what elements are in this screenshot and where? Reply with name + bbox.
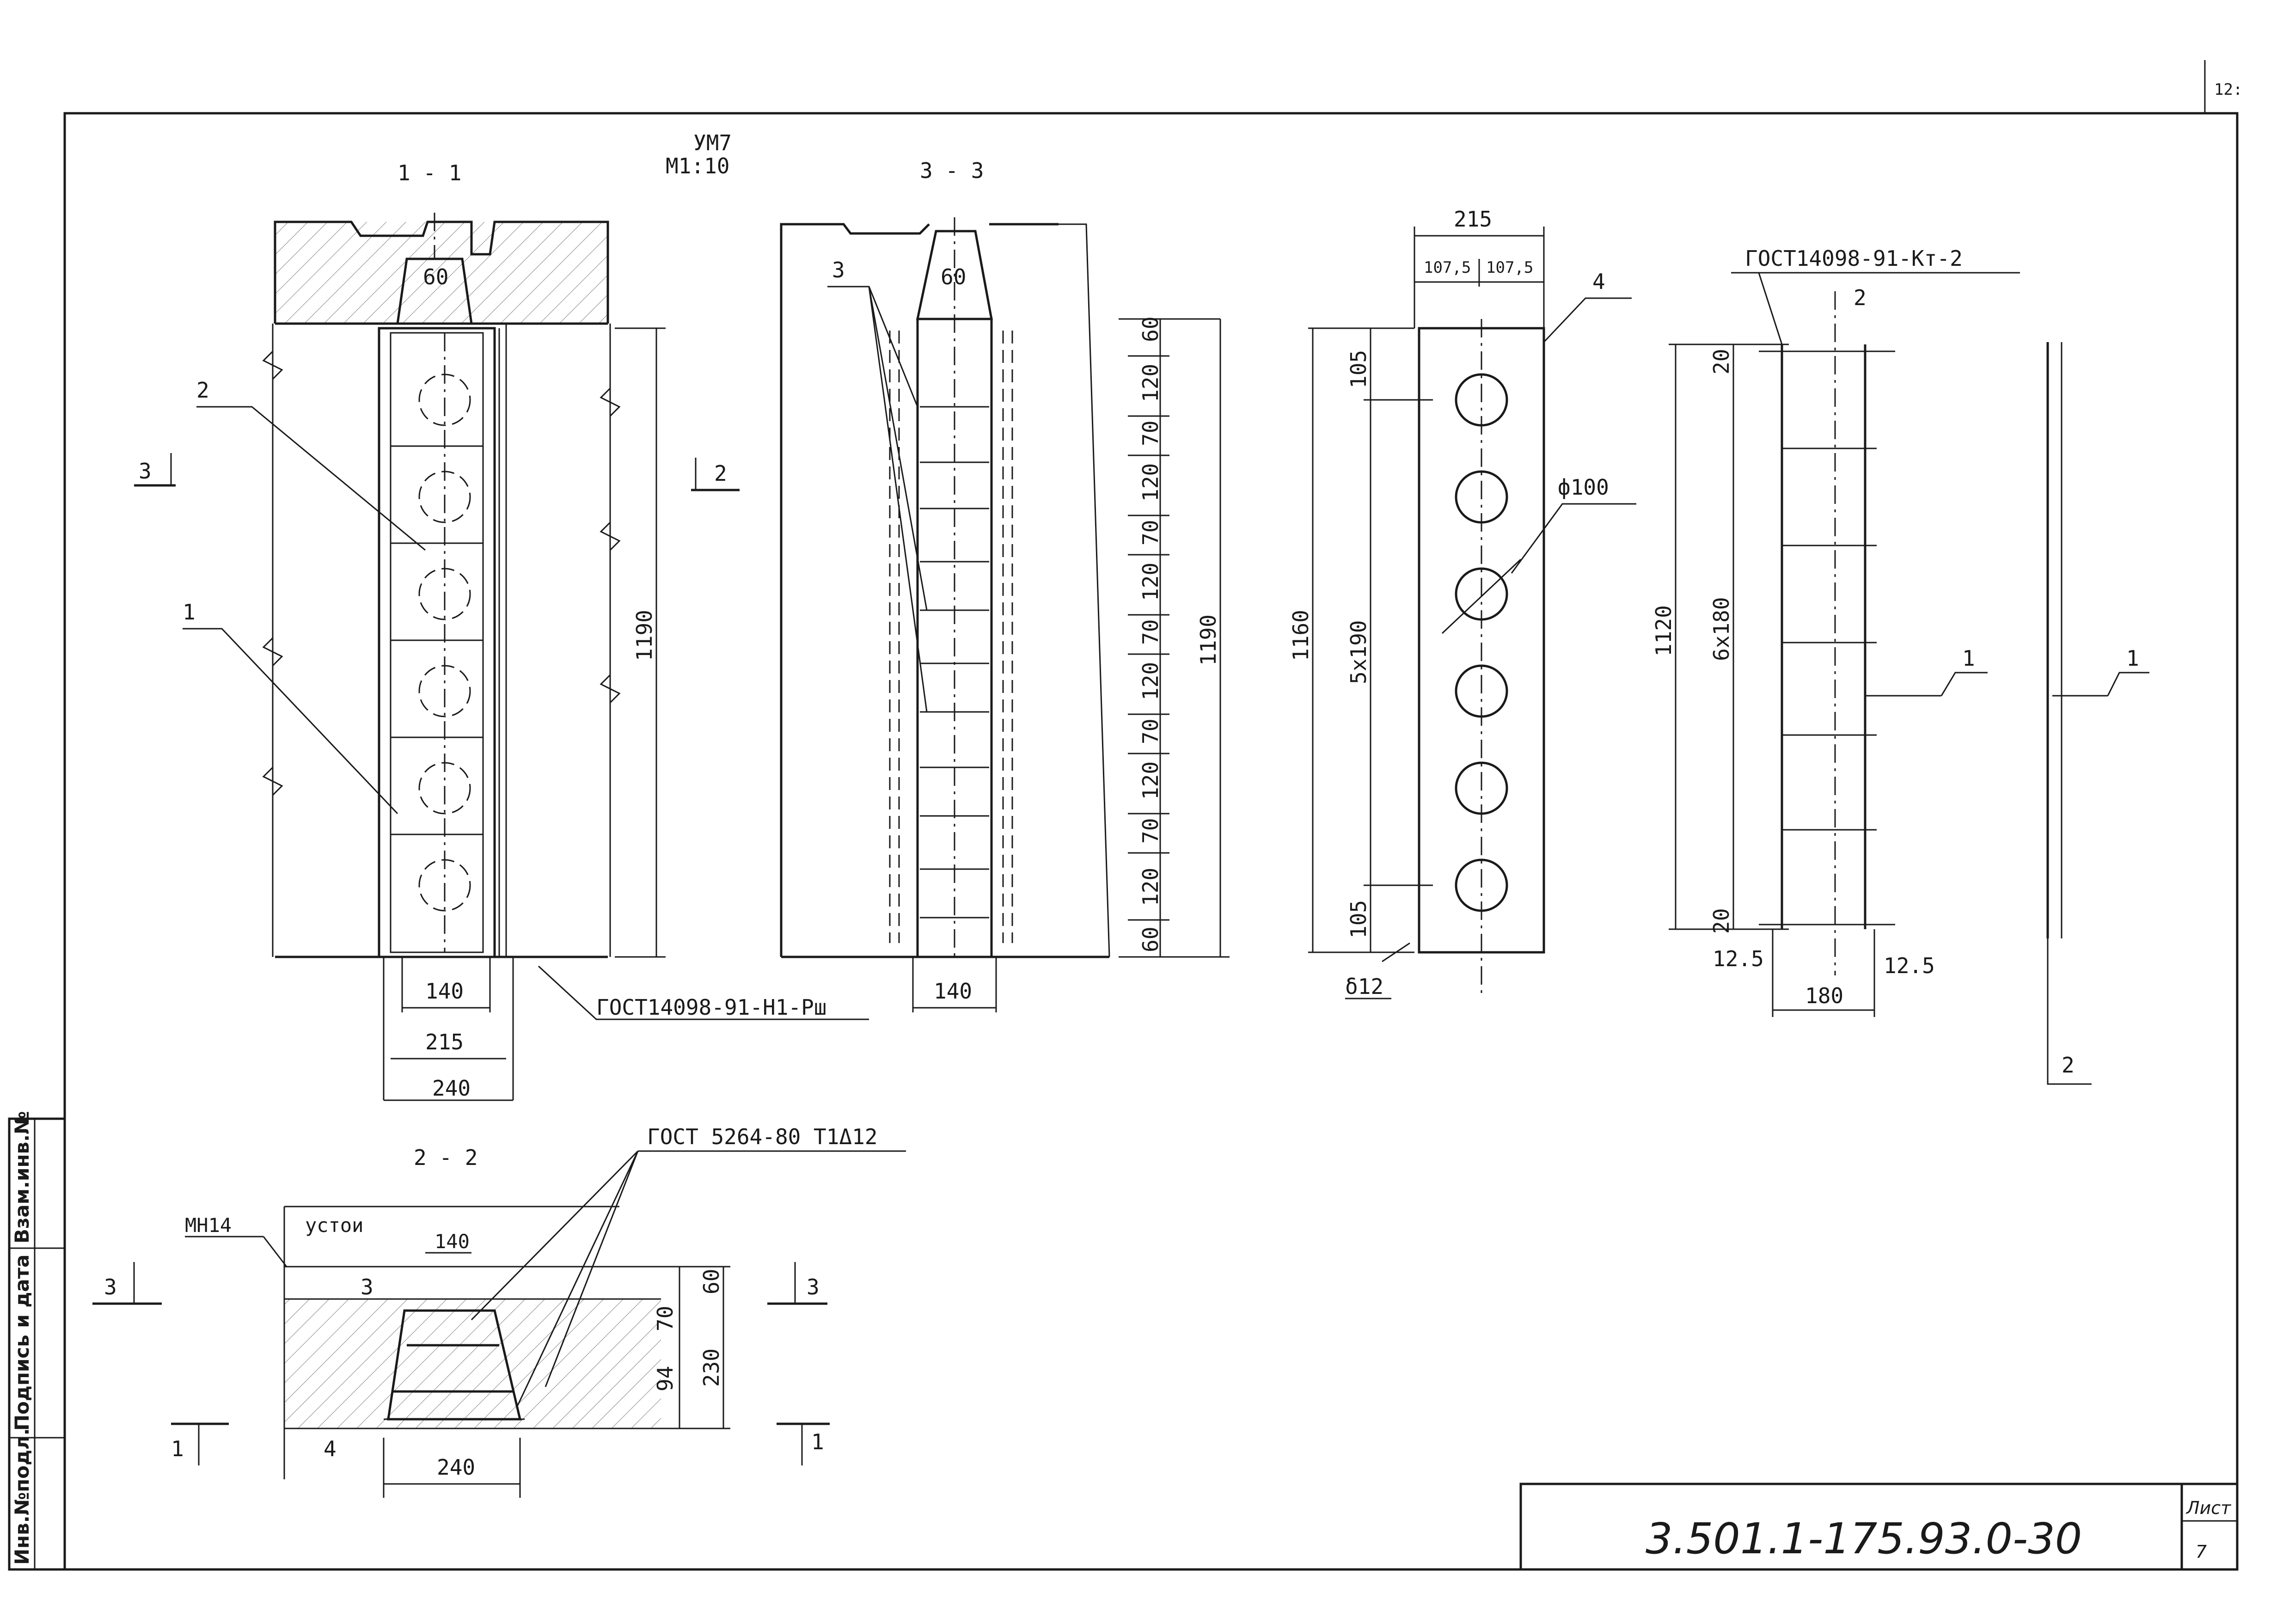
view-section-2-2: ГОСТ 5264-80 Т1Δ12 устои МН14 140 3 4 24… (185, 1124, 906, 1498)
v22-dim-70: 70 (653, 1306, 678, 1331)
svg-text:2: 2 (714, 461, 727, 486)
plate-width: 215 (1454, 207, 1492, 232)
callout-4-plate: 4 (1592, 269, 1605, 294)
plate-height: 1160 (1288, 610, 1313, 661)
svg-text:3: 3 (807, 1275, 820, 1299)
stamp-inv-orig: Инв.№подл. (11, 1428, 33, 1565)
svg-text:3: 3 (139, 459, 152, 484)
v33-chain-8: 70 (1138, 719, 1163, 744)
cut-mark-1-22-left: 1 (171, 1422, 229, 1465)
page-corner-number: 12: (2214, 80, 2242, 99)
sheet-label: Лист (2185, 1498, 2232, 1518)
callout-3-bottom: 3 (361, 1275, 373, 1299)
plate-half-left: 107,5 (1424, 258, 1471, 277)
mesh-side-view: 1 2 (2046, 342, 2149, 1085)
v22-gost: ГОСТ 5264-80 Т1Δ12 (647, 1124, 878, 1149)
v22-dim-240: 240 (437, 1455, 475, 1480)
view-section-1-1: 60 1190 (183, 213, 869, 1101)
v33-chain-12: 60 (1138, 927, 1163, 952)
v33-chain-6: 70 (1138, 619, 1163, 645)
section-2-2-title: 2 - 2 (414, 1145, 477, 1170)
mesh-cut-1: 1 (1962, 646, 1975, 671)
cut-mark-1-22-right: 1 (777, 1422, 830, 1465)
svg-text:1: 1 (811, 1429, 824, 1454)
mesh-detail: ГОСТ14098-91-Кт-2 2 1 1120 20 6х180 20 1… (1651, 246, 2020, 1017)
v33-chain-0: 60 (1138, 317, 1163, 342)
v22-dim-60: 60 (699, 1269, 724, 1294)
section-1-1-title: 1 - 1 (398, 160, 461, 185)
callout-1: 1 (183, 600, 196, 625)
v11-dim-height: 1190 (632, 610, 657, 661)
plate-pitch: 5х190 (1346, 620, 1371, 684)
mesh-end-bottom: 20 (1709, 908, 1734, 934)
mesh-height: 1120 (1651, 605, 1676, 656)
svg-text:3: 3 (104, 1275, 117, 1299)
v33-chain-3: 120 (1138, 463, 1163, 502)
v33-chain-4: 70 (1138, 520, 1163, 545)
svg-text:1: 1 (171, 1436, 184, 1461)
v33-chain-7: 120 (1138, 662, 1163, 700)
section-3-3-title: 3 - 3 (920, 158, 984, 183)
callout-4-bottom: 4 (324, 1436, 337, 1461)
view-section-3-3: 60 3 (780, 217, 1230, 1012)
v33-chain-11: 120 (1138, 868, 1163, 906)
v33-chain-10: 70 (1138, 818, 1163, 844)
mesh-pitch: 6х180 (1709, 597, 1734, 661)
plate-thickness: δ12 (1345, 974, 1383, 999)
v11-dim-top: 60 (423, 264, 448, 289)
v11-dim-240: 240 (432, 1076, 471, 1101)
callout-2: 2 (196, 378, 209, 403)
cut-mark-2-mid: 2 (691, 458, 740, 491)
v22-mh: МН14 (185, 1214, 232, 1237)
drawing-code: 3.501.1-175.93.0-30 (1646, 1514, 2082, 1563)
stamp-sign-date: Подпись и дата (11, 1255, 33, 1431)
plate-hole: ф100 (1558, 475, 1609, 500)
v11-dim-215: 215 (425, 1030, 464, 1054)
sheet-number: 7 (2196, 1542, 2207, 1562)
stamp-vzam: Взам.инв.№ (11, 1111, 33, 1244)
callout-3-top: 3 (832, 257, 845, 282)
title-block: 3.501.1-175.93.0-30 Лист 7 (1519, 1483, 2237, 1569)
v22-dim-230: 230 (699, 1348, 724, 1387)
v22-dim-140: 140 (435, 1230, 470, 1253)
side-cut-1: 1 (2126, 646, 2139, 671)
sheet-frame (63, 112, 2239, 1571)
mark-title: УМ7 (693, 130, 732, 155)
v33-chain-1: 120 (1138, 364, 1163, 402)
mesh-edge-right: 12.5 (1884, 953, 1935, 978)
v33-chain-5: 120 (1138, 563, 1163, 601)
side-stamp: Инв.№подл. Подпись и дата Взам.инв.№ (8, 1111, 66, 1571)
v22-dim-94: 94 (653, 1366, 678, 1391)
v33-chain-9: 120 (1138, 761, 1163, 800)
v11-dim-140: 140 (425, 979, 464, 1004)
scale-label: М1:10 (666, 153, 729, 178)
v33-chain-2: 70 (1138, 421, 1163, 446)
v33-dim-top: 60 (941, 264, 966, 289)
cut-mark-3-22-left: 3 (92, 1262, 162, 1305)
side-cut-2: 2 (2062, 1053, 2075, 1078)
mesh-end-top: 20 (1709, 349, 1734, 374)
cut-mark-3-left: 3 (134, 453, 176, 487)
mesh-cut-2: 2 (1854, 285, 1867, 310)
plate-end-top: 105 (1346, 350, 1371, 388)
v11-gost: ГОСТ14098-91-Н1-Рш (596, 995, 827, 1020)
mesh-gost: ГОСТ14098-91-Кт-2 (1745, 246, 1963, 271)
plate-end-bottom: 105 (1346, 900, 1371, 938)
v33-chain-ticks (1128, 355, 1169, 921)
plate-half-right: 107,5 (1486, 258, 1533, 277)
v33-dim-140: 140 (934, 979, 972, 1004)
cut-mark-3-22-right: 3 (767, 1262, 827, 1305)
v33-dim-height: 1190 (1196, 614, 1221, 666)
v22-abutment: устои (305, 1214, 363, 1237)
mesh-width: 180 (1805, 983, 1843, 1008)
mesh-edge-left: 12.5 (1713, 946, 1764, 971)
plate-detail: 215 107,5 107,5 1160 105 5х190 105 ф100 … (1288, 207, 1636, 999)
v11-holes (391, 374, 483, 912)
